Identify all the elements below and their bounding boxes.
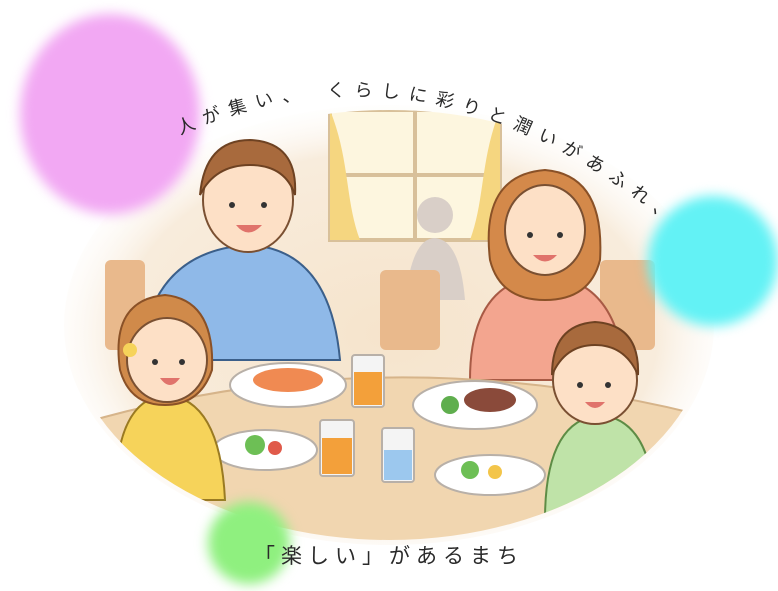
plate-salad-right (434, 454, 546, 496)
cyan-circle-decoration (648, 196, 778, 326)
svg-text:人が集い、 くらしに彩りと潤いがあふれ、: 人が集い、 くらしに彩りと潤いがあふれ、 (174, 80, 682, 231)
headline-text: 人が集い、 くらしに彩りと潤いがあふれ、 (174, 80, 673, 231)
glass-juice-1 (351, 354, 385, 408)
plate-salad-left (212, 429, 318, 471)
tagline: 「楽しい」があるまち (254, 544, 524, 568)
window (328, 110, 502, 242)
plate-steak (412, 380, 538, 430)
green-circle-decoration (208, 502, 290, 584)
father (138, 138, 342, 361)
glass-water (381, 427, 415, 483)
plate-spaghetti (229, 362, 347, 408)
mother (468, 168, 627, 381)
glass-juice-2 (319, 419, 355, 477)
pink-circle-decoration (20, 14, 200, 214)
